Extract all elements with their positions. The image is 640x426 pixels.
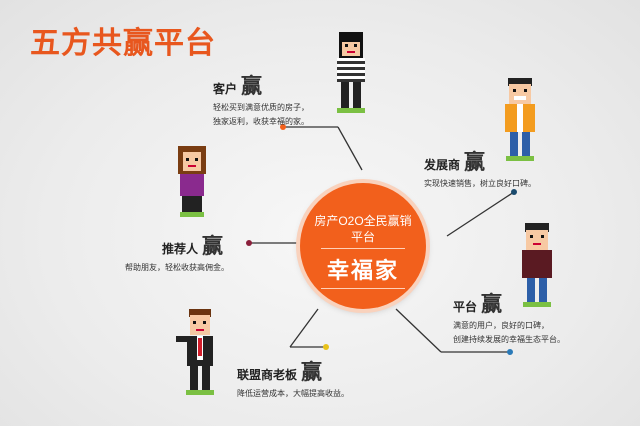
role-name: 平台 (453, 300, 478, 314)
hub-divider-bottom (321, 288, 405, 289)
role-name: 客户 (213, 82, 238, 96)
dot-referrer (246, 240, 252, 246)
role-desc: 轻松买到满意优质的房子， (213, 103, 309, 112)
role-desc: 满意的用户，良好的口碑， (453, 321, 549, 330)
win-label: 赢 (202, 234, 224, 258)
win-label: 赢 (301, 360, 323, 384)
role-desc: 帮助朋友，轻松收获高佣金。 (125, 263, 229, 272)
developer-figure-icon (505, 78, 535, 161)
role-desc: 独家返利，收获幸福的家。 (213, 117, 309, 126)
hub-line2: 平台 (350, 230, 375, 244)
role-referrer: 推荐人赢 帮助朋友，轻松收获高佣金。 (125, 230, 229, 274)
hub-divider (321, 248, 405, 249)
win-label: 赢 (464, 150, 486, 174)
role-desc: 创建持续发展的幸福生态平台。 (453, 335, 565, 344)
referrer-figure-icon (178, 146, 206, 217)
dot-customer (280, 124, 286, 130)
connector-developer (446, 191, 515, 237)
connector-platform (395, 308, 442, 353)
role-desc: 实现快速销售，树立良好口碑。 (424, 179, 536, 188)
role-developer: 发展商赢 实现快速销售，树立良好口碑。 (424, 146, 536, 190)
win-label: 赢 (241, 74, 263, 98)
connector-franchise (289, 308, 319, 348)
connector-customer-diag (337, 126, 363, 171)
role-name: 推荐人 (162, 242, 199, 256)
role-customer: 客户赢 轻松买到满意优质的房子， 独家返利，收获幸福的家。 (213, 70, 309, 128)
platform-figure-icon (522, 223, 552, 307)
dot-developer (511, 189, 517, 195)
dot-platform (507, 349, 513, 355)
hub-line1: 房产O2O全民赢销 (314, 214, 412, 228)
hub-brand: 幸福家 (326, 259, 399, 284)
role-desc: 降低运营成本，大幅提高收益。 (237, 389, 349, 398)
role-franchise: 联盟商老板赢 降低运营成本，大幅提高收益。 (237, 356, 349, 400)
dot-franchise (323, 344, 329, 350)
role-name: 发展商 (424, 158, 461, 172)
franchise-figure-icon (176, 309, 214, 395)
role-platform: 平台赢 满意的用户，良好的口碑， 创建持续发展的幸福生态平台。 (453, 288, 565, 346)
role-name: 联盟商老板 (237, 368, 298, 382)
hub-circle: 房产O2O全民赢销 平台 幸福家 (300, 183, 426, 309)
win-label: 赢 (481, 292, 503, 316)
page-title: 五方共赢平台 (30, 26, 216, 61)
customer-figure-icon (337, 32, 365, 113)
